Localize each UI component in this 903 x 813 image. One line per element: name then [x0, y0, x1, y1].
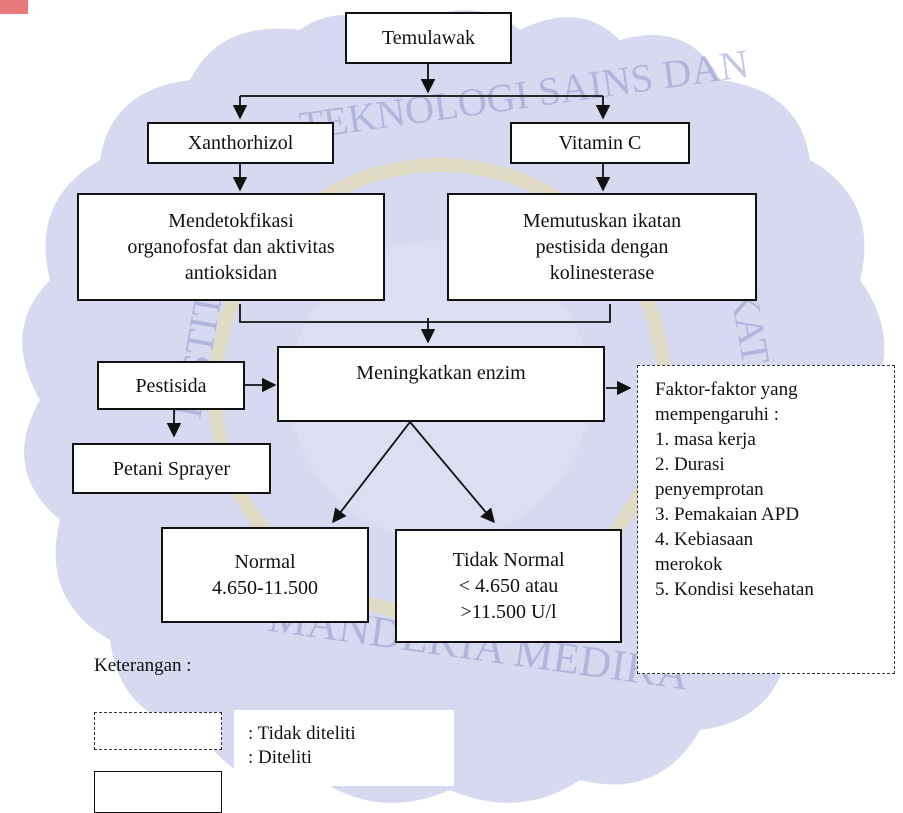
- legend-studied: : Diteliti: [248, 747, 312, 768]
- pestisida-label: Pestisida: [135, 374, 207, 397]
- legend-title: Keterangan :: [94, 655, 192, 676]
- node-normal: Normal 4.650-11.500: [161, 527, 369, 623]
- memutuskan-line-3: kolinesterase: [549, 262, 655, 284]
- memutuskan-line-2: pestisida dengan: [535, 236, 669, 258]
- vitamin-c-label: Vitamin C: [558, 132, 642, 154]
- node-vitamin-c: Vitamin C: [510, 122, 690, 164]
- node-memutuskan: Memutuskan ikatan pestisida dengan kolin…: [447, 193, 757, 301]
- legend-solid-sample: [94, 771, 222, 813]
- normal-line-2: 4.650-11.500: [212, 577, 318, 599]
- node-xanthorhizol: Xanthorhizol: [147, 122, 334, 164]
- factors-line-7: 4. Kebiasaan: [655, 529, 754, 550]
- node-tidak-normal: Tidak Normal < 4.650 atau >11.500 U/l: [395, 529, 622, 643]
- factors-line-3: 1. masa kerja: [655, 429, 756, 450]
- mendetok-line-2: organofosfat dan aktivitas: [127, 236, 335, 258]
- mendetok-line-1: Mendetokfikasi: [168, 210, 294, 232]
- tidak-normal-line-2: < 4.650 atau: [458, 575, 559, 597]
- legend-dashed-sample: [94, 712, 222, 750]
- tidak-normal-line-1: Tidak Normal: [452, 549, 565, 571]
- node-petani-sprayer: Petani Sprayer: [72, 443, 271, 494]
- node-mendetokfikasi: Mendetokfikasi organofosfat dan aktivita…: [77, 193, 385, 301]
- tidak-normal-line-3: >11.500 U/l: [460, 601, 557, 623]
- legend-text-bg: [234, 710, 454, 786]
- factors-line-9: 5. Kondisi kesehatan: [655, 579, 814, 600]
- petani-label: Petani Sprayer: [112, 457, 231, 480]
- factors-line-8: merokok: [655, 554, 723, 575]
- meningkatkan-label: Meningkatkan enzim: [356, 362, 526, 384]
- factors-line-2: mempengaruhi :: [655, 404, 779, 425]
- factors-line-5: penyemprotan: [655, 479, 764, 500]
- xanthorhizol-label: Xanthorhizol: [187, 132, 294, 154]
- node-temulawak: Temulawak: [345, 12, 512, 64]
- factors-line-6: 3. Pemakaian APD: [655, 504, 800, 525]
- legend-not-studied: : Tidak diteliti: [248, 723, 356, 744]
- factors-line-1: Faktor-faktor yang: [655, 379, 798, 400]
- node-meningkatkan-enzim: Meningkatkan enzim: [277, 346, 605, 422]
- corner-mark: [0, 0, 28, 14]
- normal-line-1: Normal: [234, 551, 296, 573]
- mendetok-line-3: antioksidan: [184, 262, 278, 284]
- factors-line-4: 2. Durasi: [655, 454, 725, 475]
- node-pestisida: Pestisida: [97, 361, 245, 410]
- memutuskan-line-1: Memutuskan ikatan: [522, 210, 682, 232]
- temulawak-label: Temulawak: [381, 27, 475, 49]
- factors-box: Faktor-faktor yang mempengaruhi : 1. mas…: [637, 365, 895, 674]
